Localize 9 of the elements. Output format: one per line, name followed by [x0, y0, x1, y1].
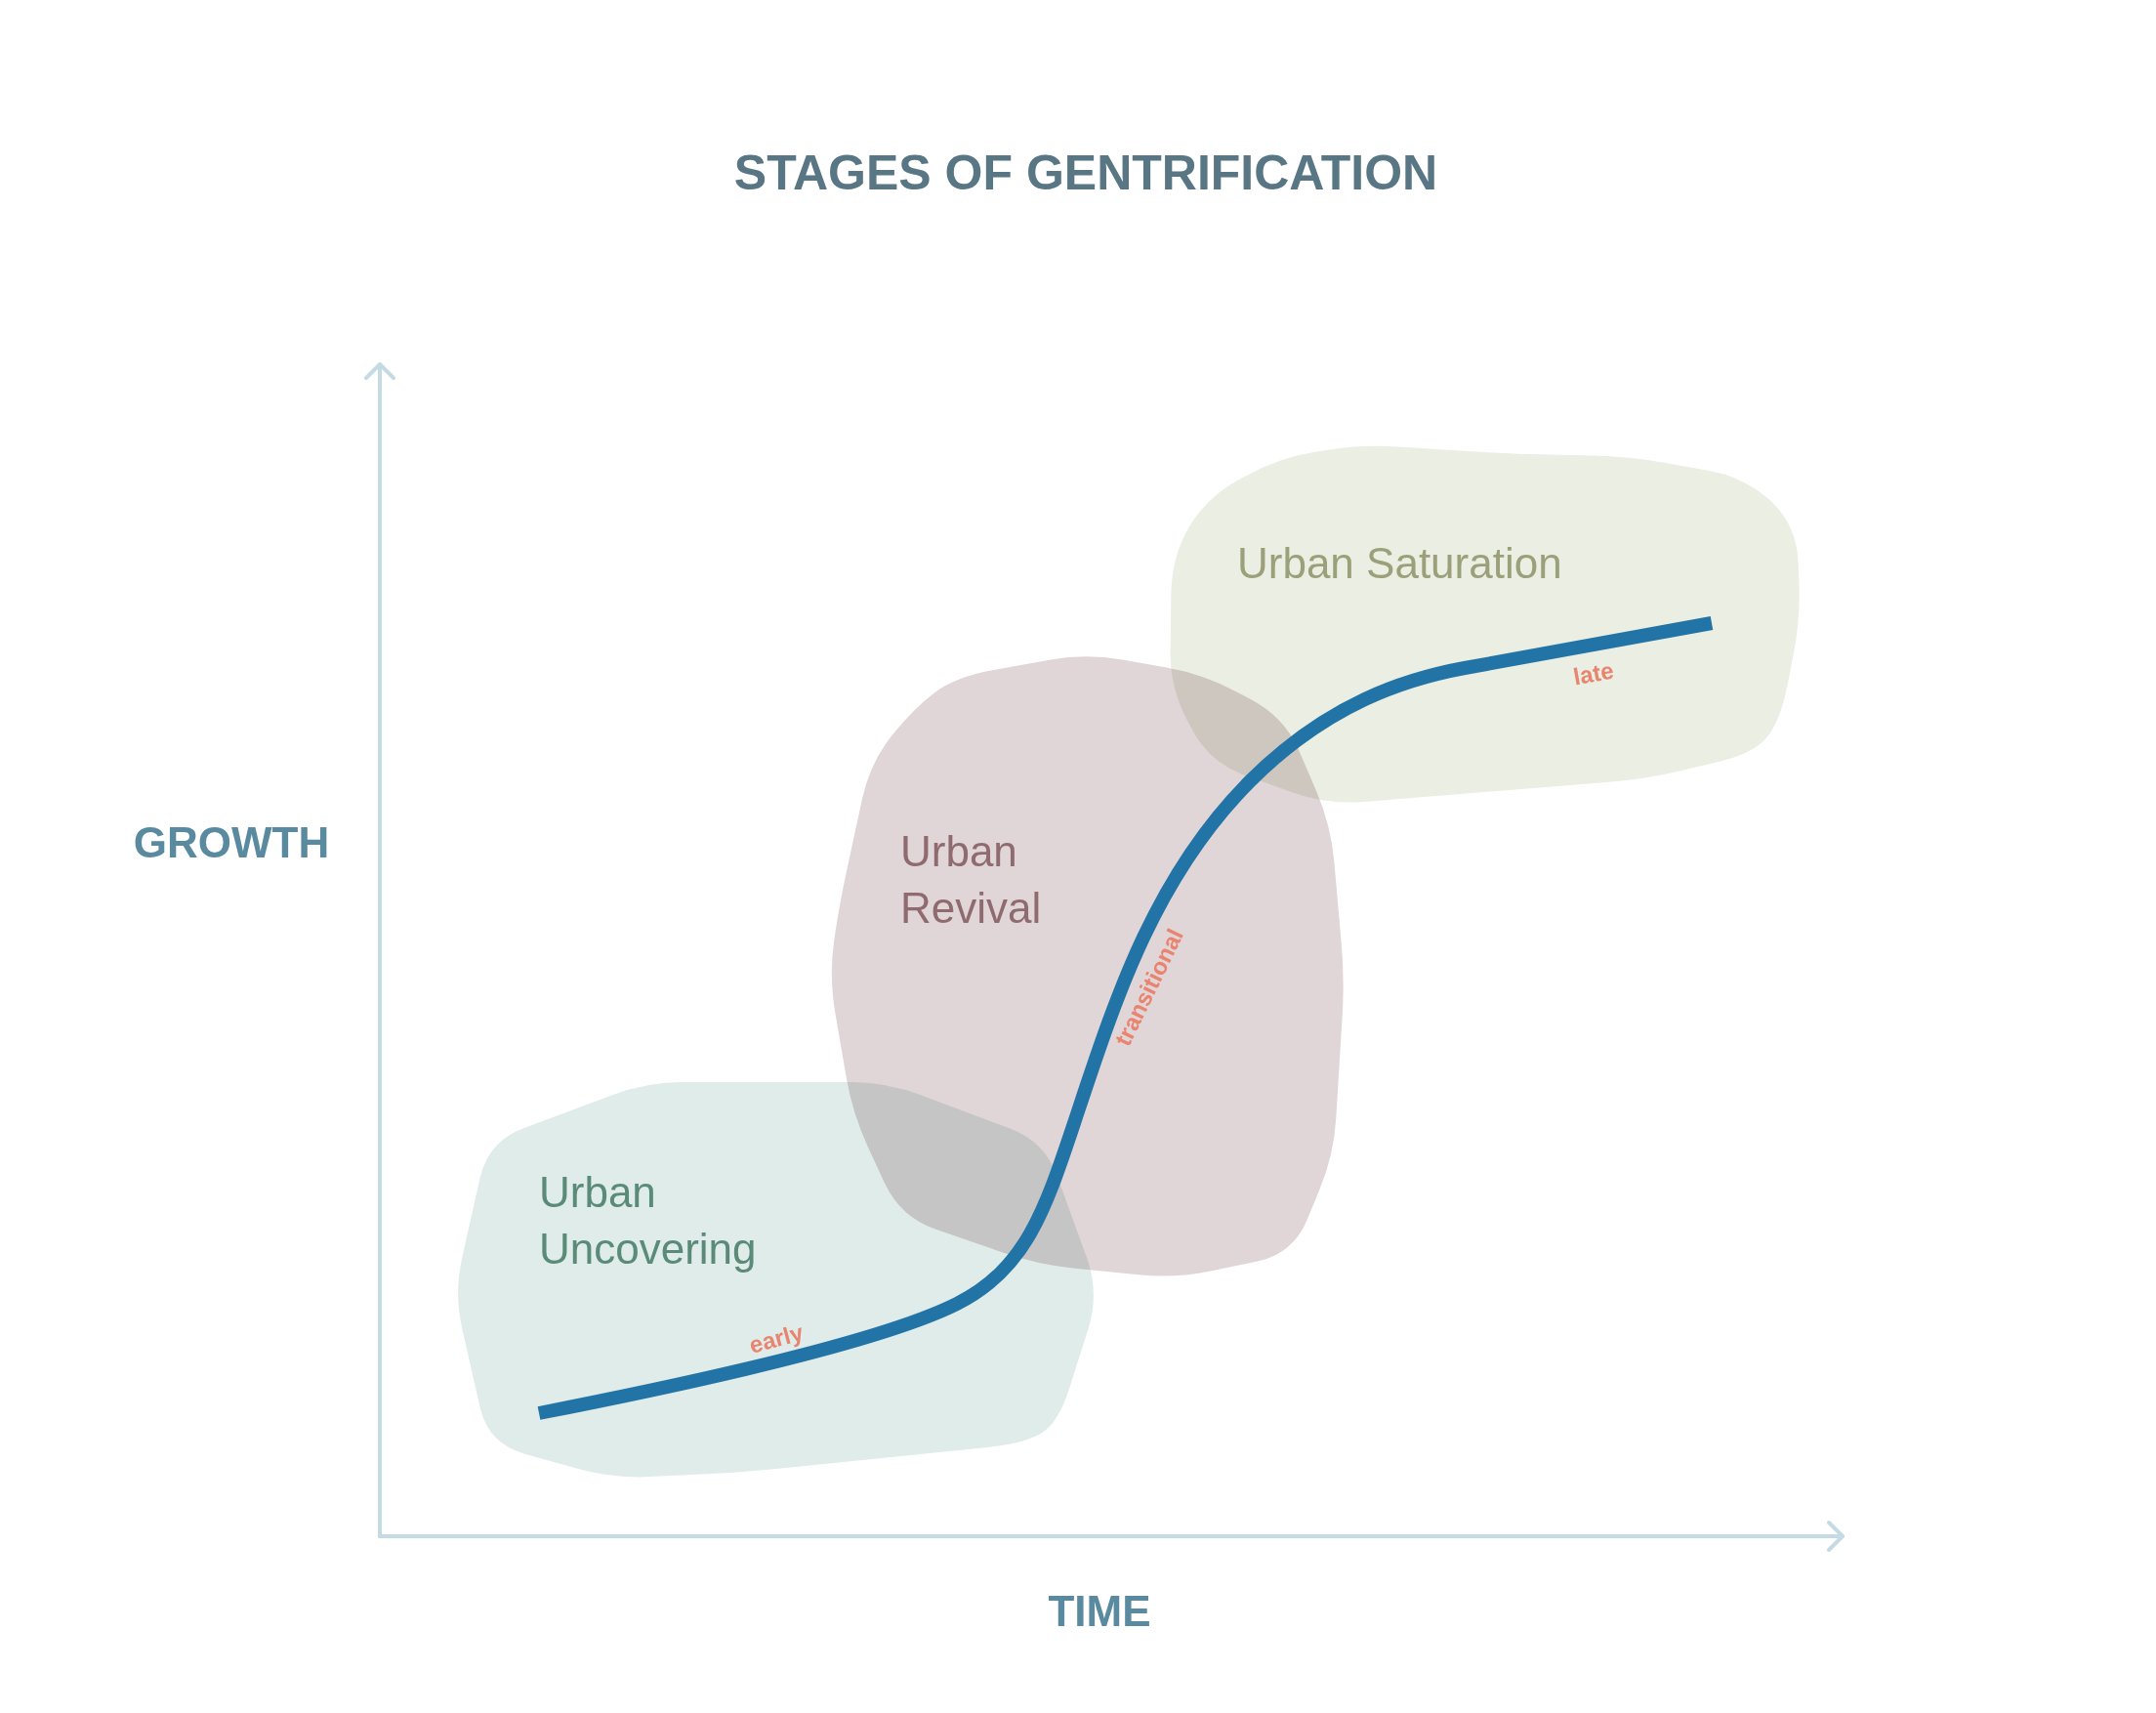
axis-title: TIME — [1048, 1590, 1151, 1633]
curve-label: late — [1571, 658, 1616, 689]
stage-label: Urban Uncovering — [539, 1167, 757, 1274]
axis-title: GROWTH — [133, 821, 330, 864]
stage-label: Urban Revival — [900, 826, 1042, 934]
stage-blob — [1170, 444, 1801, 805]
diagram-title: STAGES OF GENTRIFICATION — [733, 148, 1438, 197]
curve-label: early — [746, 1320, 807, 1358]
stage-label: Urban Saturation — [1237, 538, 1562, 589]
